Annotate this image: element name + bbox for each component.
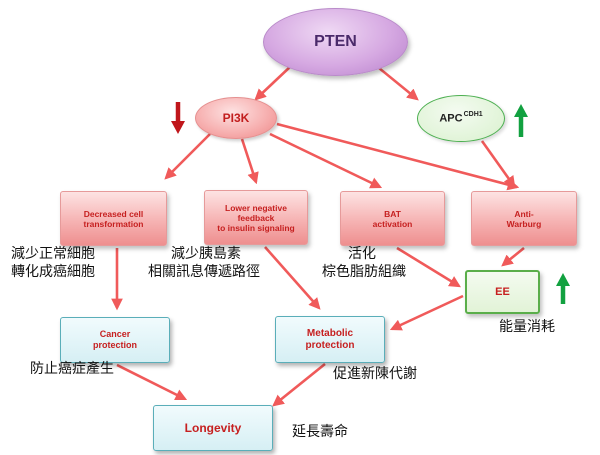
arrow-bat-to-ee	[396, 246, 461, 288]
decreased-label-line-1: Decreased cell	[83, 208, 144, 219]
cancer-chinese-label: 防止癌症產生	[30, 361, 114, 377]
anti-label-line-1: Anti-	[514, 208, 534, 219]
arrow-pi3k-to-decreased	[164, 133, 211, 180]
longevity-label: Longevity	[184, 421, 242, 435]
metabolic-label-line-2: protection	[305, 339, 355, 351]
bat-label-line-2: activation	[372, 218, 413, 229]
lower-label-line-1: Lower negative	[225, 202, 287, 213]
bat-label-line-1: BAT	[384, 208, 401, 219]
arrow-pten-to-pi3k	[254, 65, 292, 101]
apc-up-arrow-icon	[514, 104, 528, 137]
longevity-chinese-label: 延長壽命	[292, 424, 348, 440]
decreased-chinese-line-1: 減少正常細胞	[11, 246, 95, 262]
arrow-pi3k-to-bat	[269, 132, 383, 189]
pten-label: PTEN	[314, 33, 357, 50]
metabolic-protection-box: Metabolic protection	[275, 316, 385, 363]
bat-chinese-line-1: 活化	[348, 246, 376, 262]
longevity-box: Longevity	[153, 405, 273, 451]
anti-label-line-2: Warburg	[506, 218, 542, 229]
arrow-pi3k-to-anti	[276, 122, 520, 191]
apc-superscript: CDH1	[463, 111, 483, 119]
lower-label-line-3: to insulin signaling	[217, 222, 295, 233]
arrow-pi3k-to-lower	[240, 138, 259, 185]
arrow-cancer-to-longevity	[116, 363, 188, 401]
arrow-ee-to-metabolic	[389, 294, 464, 331]
cancer-label-line-2: protection	[93, 340, 137, 350]
metabolic-label-line-1: Metabolic	[306, 327, 354, 339]
anti-warburg-box: Anti- Warburg	[471, 191, 577, 246]
lower-label-line-2: feedback	[237, 212, 275, 223]
arrow-anti-to-ee	[501, 246, 525, 267]
apc-cdh1-node: APCCDH1	[417, 95, 505, 142]
arrow-pten-to-apc	[378, 66, 419, 101]
arrow-apc-to-anti	[480, 140, 516, 188]
lower-feedback-box: Lower negative feedback to insulin signa…	[204, 190, 308, 245]
ee-label: EE	[495, 286, 510, 298]
pten-node: PTEN	[263, 8, 408, 76]
ee-up-arrow-icon	[556, 273, 570, 304]
pi3k-node: PI3K	[195, 97, 277, 139]
bat-chinese-line-2: 棕色脂肪組織	[322, 264, 406, 280]
decreased-transformation-box: Decreased cell transformation	[60, 191, 167, 246]
pi3k-down-arrow-icon	[171, 102, 185, 134]
lower-chinese-line-1: 減少胰島素	[171, 246, 241, 262]
bat-activation-box: BAT activation	[340, 191, 445, 246]
pi3k-label: PI3K	[222, 111, 250, 125]
arrow-lower-to-metabolic	[264, 246, 321, 310]
arrow-metabolic-to-longevity	[272, 362, 326, 407]
metabolic-chinese-label: 促進新陳代謝	[333, 366, 417, 382]
ee-chinese-label: 能量消耗	[499, 319, 555, 335]
cancer-label-line-1: Cancer	[99, 329, 131, 339]
ee-box: EE	[465, 270, 540, 314]
apc-label: APCCDH1	[439, 111, 483, 125]
cancer-protection-box: Cancer protection	[60, 317, 170, 363]
decreased-chinese-line-2: 轉化成癌細胞	[11, 264, 95, 280]
decreased-label-line-2: transformation	[83, 218, 144, 229]
lower-chinese-line-2: 相關訊息傳遞路徑	[148, 264, 260, 280]
